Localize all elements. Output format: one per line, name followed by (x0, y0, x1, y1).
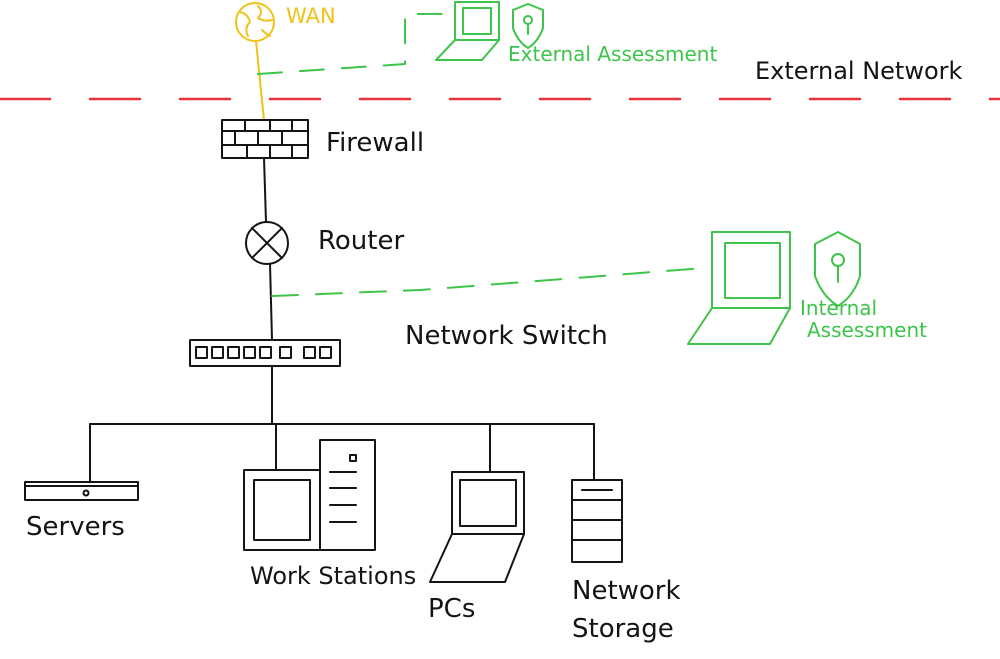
external-network-label: External Network (755, 57, 963, 85)
network-storage-label-line1: Network (572, 576, 681, 606)
rack-server-icon (24, 481, 139, 501)
pcs-label: PCs (428, 594, 476, 624)
servers-label: Servers (26, 512, 125, 542)
wan-label: WAN (286, 4, 336, 28)
firewall-router-link (263, 157, 267, 223)
work-stations-label: Work Stations (250, 562, 417, 590)
internal-assessment-link (271, 267, 706, 297)
firewall-label: Firewall (326, 128, 425, 158)
internal-assessment-label-line1: Internal (800, 296, 878, 320)
router-label: Router (318, 226, 405, 256)
network-storage-label-line2: Storage (572, 614, 674, 644)
brick-wall-icon (221, 119, 309, 159)
wan-uplink (255, 40, 265, 121)
router-icon (245, 221, 289, 265)
external-assessment-link (257, 13, 446, 75)
internal-assessment-label-line2: Assessment (807, 318, 927, 342)
network-switch-icon (189, 339, 341, 367)
external-assessment-label: External Assessment (508, 42, 718, 66)
distribution-bus (89, 365, 595, 483)
network-switch-label: Network Switch (405, 321, 608, 351)
globe-icon (235, 2, 275, 42)
router-switch-link (269, 263, 273, 341)
monitor-tower-icon (243, 439, 376, 551)
storage-stack-icon (571, 479, 623, 563)
laptop-shield-icon-external (435, 1, 544, 61)
laptop-shield-icon-internal (687, 231, 861, 345)
laptop-icon (429, 471, 525, 583)
